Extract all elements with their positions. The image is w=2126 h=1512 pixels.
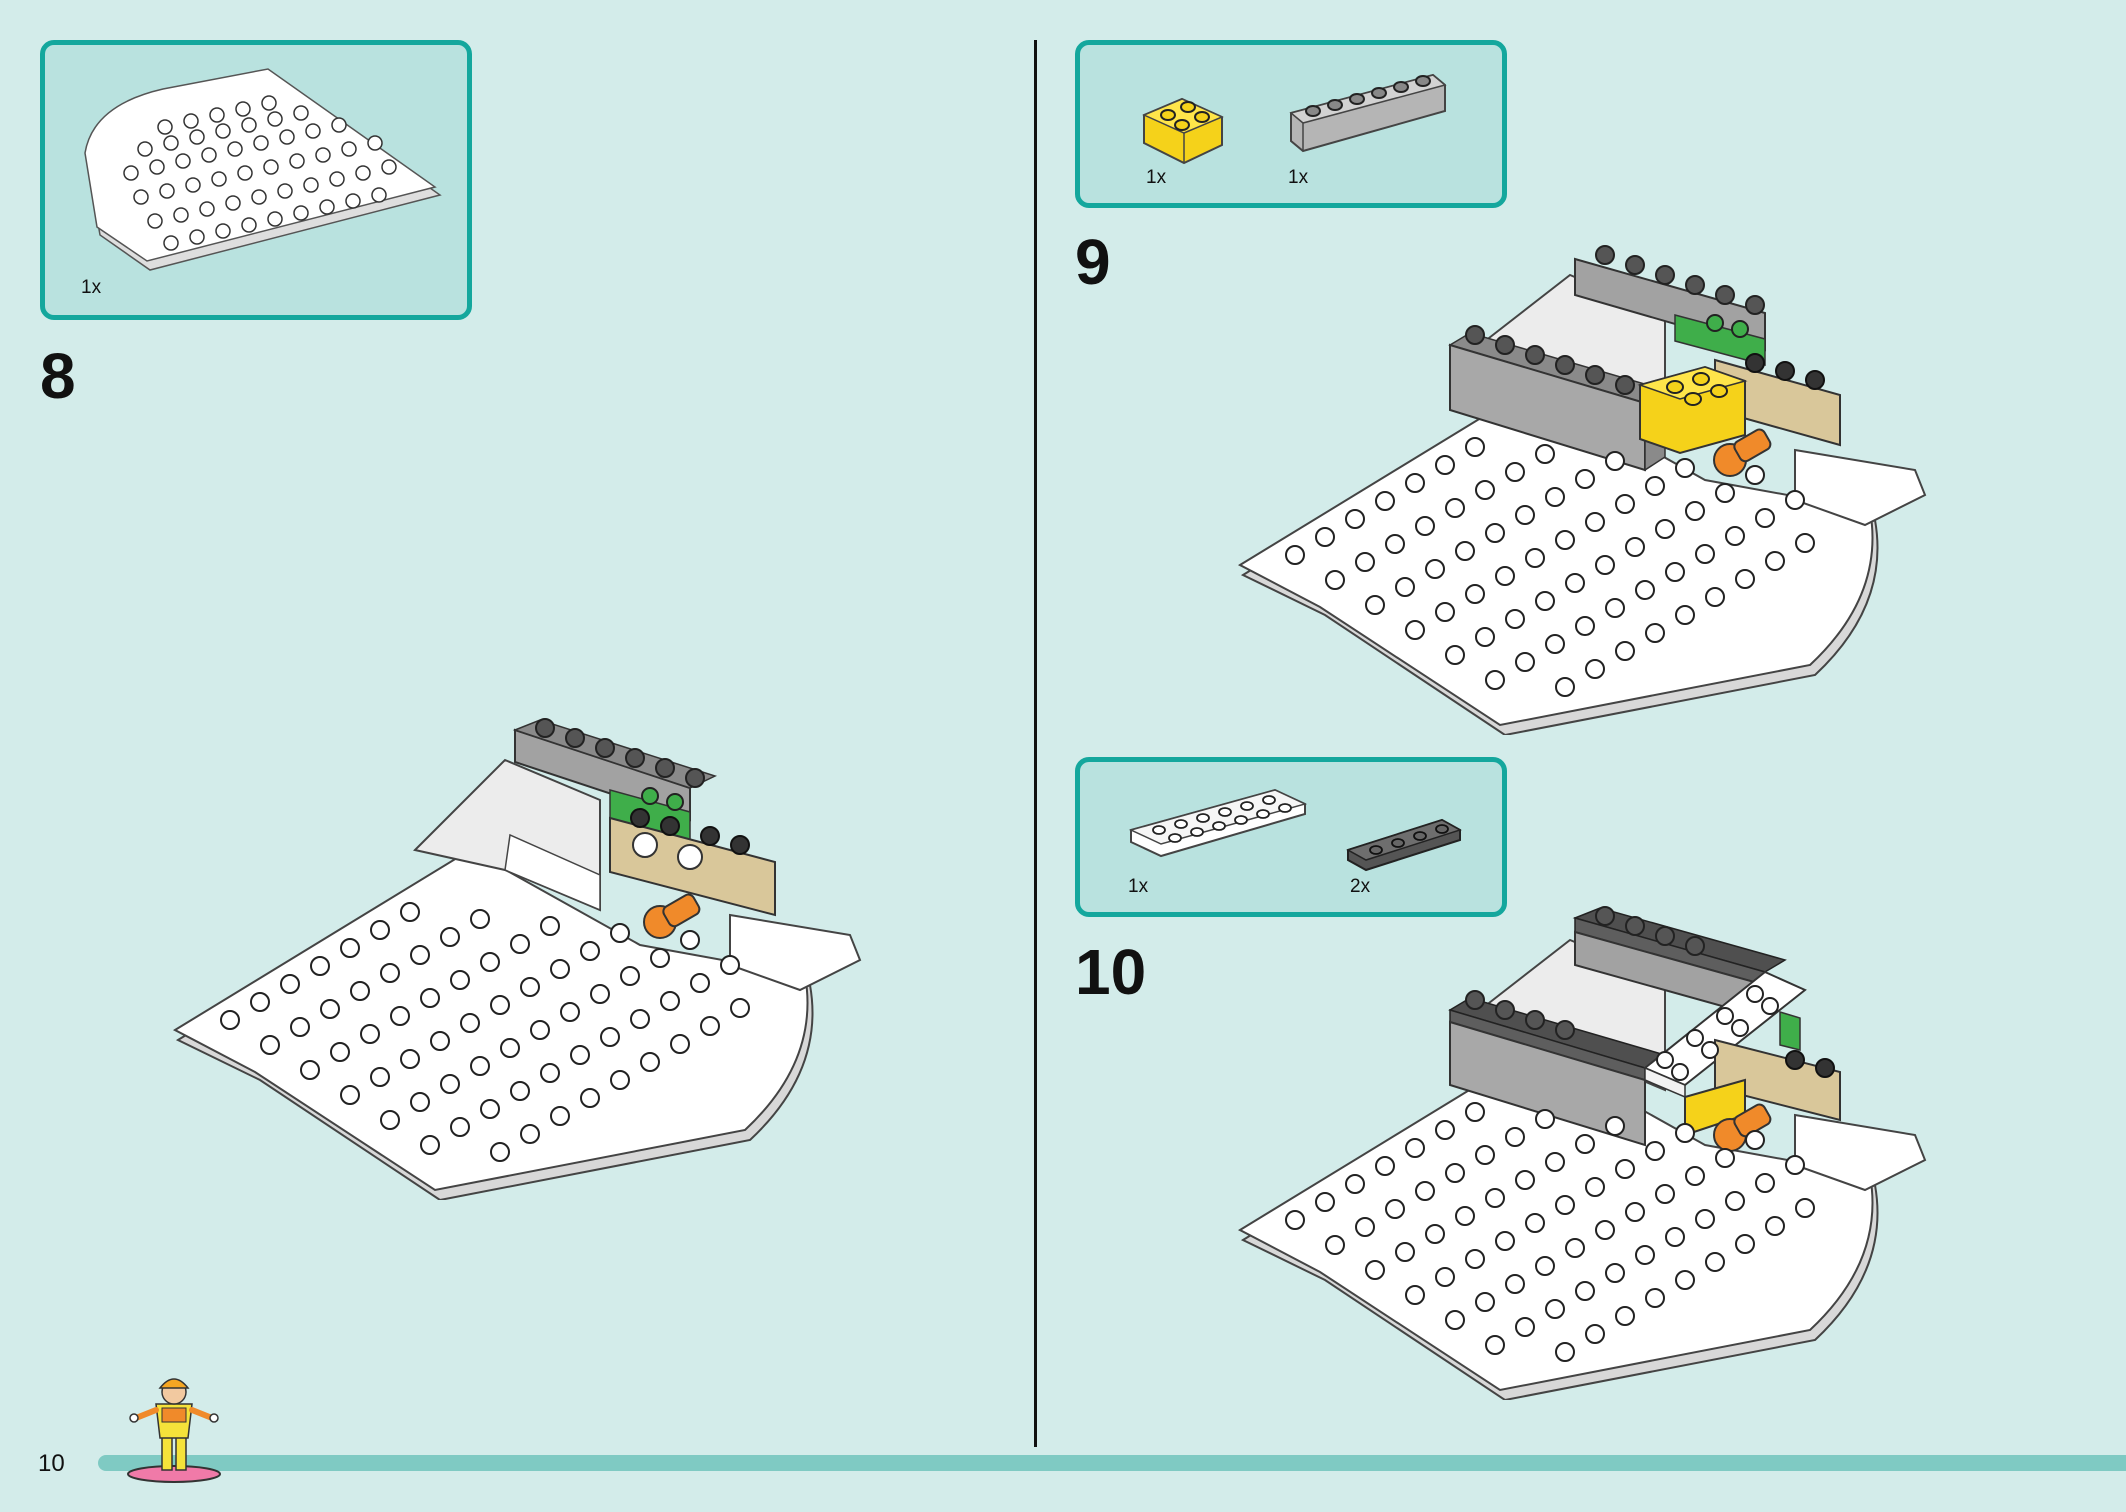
white-plate-icon [1128, 788, 1308, 858]
part-quantity: 2x [1350, 876, 1371, 897]
step-8-parts-callout: 1x [40, 40, 472, 320]
step-9-assembly [1237, 245, 1927, 735]
part-quantity: 1x [1288, 167, 1309, 188]
part-quantity: 1x [81, 277, 102, 298]
step-10-assembly [1237, 906, 1927, 1400]
orange-pin [1713, 1103, 1772, 1152]
step-number: 10 [1075, 936, 1147, 1008]
step-10-parts-callout: 1x 2x [1075, 757, 1507, 917]
step-9-parts-callout: 1x 1x [1075, 40, 1507, 208]
part-quantity: 1x [1128, 876, 1149, 897]
yellow-brick-icon [1142, 97, 1224, 165]
gray-brick-icon [1289, 73, 1447, 153]
part-quantity: 1x [1146, 167, 1167, 188]
orange-pin [643, 893, 701, 939]
step-number: 9 [1075, 226, 1111, 298]
dark-gray-plate-icon [1346, 818, 1462, 872]
step-number: 8 [40, 340, 76, 412]
white-round-plate-icon [84, 68, 442, 271]
snowboarder-minifigure-icon [127, 1378, 221, 1483]
orange-pin [1713, 428, 1772, 477]
footer-progress-bar [98, 1455, 2126, 1471]
page-number: 10 [38, 1450, 65, 1477]
page-divider [1034, 40, 1037, 1447]
step-8-assembly [172, 718, 862, 1200]
